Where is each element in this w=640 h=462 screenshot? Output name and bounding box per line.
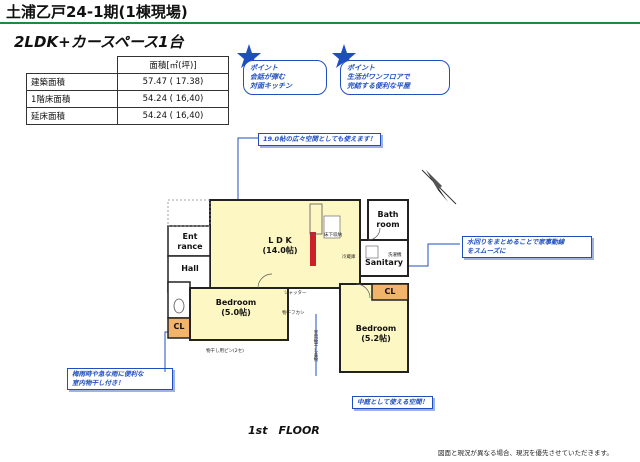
entrance (167, 225, 211, 257)
room-closet-1: CL (173, 322, 185, 331)
note-connector (315, 314, 317, 376)
area-table-unit-header: 面積[㎡(坪)] (117, 56, 229, 74)
note-line: 室内物干し付き！ (72, 379, 124, 387)
note-line: 水回りをまとめることで家事動線 (467, 238, 565, 246)
closet-2 (371, 283, 409, 301)
area-table-header-row: 面積[㎡(坪)] (26, 56, 229, 74)
footer-note: 図面と現況が異なる場合、現況を優先させていただきます。 (438, 449, 613, 457)
bedroom-1 (189, 287, 289, 341)
page-title: 土浦乙戸24-1期(1棟現場) (6, 3, 188, 21)
area-label: 1階床面積 (26, 90, 118, 108)
room-name: room (376, 220, 400, 229)
kitchen-counter (310, 232, 316, 266)
room-bath: Bath room (368, 210, 408, 230)
point-heading: ポイント (347, 64, 375, 72)
area-value: 57.47 ( 17.38) (117, 73, 229, 91)
label-shutter: シャッター (284, 291, 307, 296)
room-name: Bedroom (215, 298, 257, 307)
room-entrance: Ent rance (170, 232, 210, 252)
kitchen-sink (309, 203, 323, 235)
note-rain: 梅雨時や急な雨に便利な 室内物干し付き！ (67, 368, 173, 390)
note-ldk: 19.0帖の広々空間としても使えます！ (258, 133, 382, 146)
note-line: をスムーズに (467, 247, 506, 255)
room-ldk: L D K (14.0帖) (250, 236, 310, 256)
note-water: 水回りをまとめることで家事動線 をスムーズに (462, 236, 592, 258)
room-name: Ent (182, 232, 198, 241)
table-row: 建築面積 57.47 ( 17.38) (26, 73, 229, 91)
room-name: rance (177, 242, 203, 251)
room-size: (5.2帖) (361, 334, 391, 343)
title-underline (0, 22, 640, 24)
label-hanger: 物干し用ピン(2セ) (206, 349, 244, 354)
room-name: Bath (377, 210, 399, 219)
label-washer: 洗濯機 (388, 253, 402, 258)
label-storage: 床下収納 (324, 233, 342, 238)
floor-storage (323, 215, 341, 239)
area-value: 54.24 ( 16,40) (117, 90, 229, 108)
porch (167, 199, 211, 227)
floor-label: 1st FLOOR (248, 424, 320, 437)
north-arrow-icon (421, 169, 457, 205)
point-text: 対面キッチン (250, 82, 292, 90)
point-callout-kitchen: ポイント 会話が弾む 対面キッチン (243, 60, 327, 95)
ldk-room (209, 199, 361, 289)
table-row: 延床面積 54.24 ( 16,40) (26, 107, 229, 125)
room-size: (5.0帖) (221, 308, 251, 317)
label-fridge: 冷蔵庫 (342, 255, 356, 260)
point-heading: ポイント (250, 64, 278, 72)
room-bedroom-1: Bedroom (5.0帖) (206, 298, 266, 318)
label-hanger-2: 室内物干し金物 (313, 330, 318, 362)
room-hall: Hall (181, 264, 199, 273)
point-text: 会話が弾む (250, 73, 285, 81)
area-label: 延床面積 (26, 107, 118, 125)
area-label: 建築面積 (26, 73, 118, 91)
toilet-bowl (173, 298, 185, 314)
plan-type: 2LDK+カースペース1台 (14, 33, 184, 51)
area-value: 54.24 ( 16,40) (117, 107, 229, 125)
floor-plan (164, 137, 460, 376)
area-table: 面積[㎡(坪)] 建築面積 57.47 ( 17.38) 1階床面積 54.24… (26, 56, 229, 125)
room-size: (14.0帖) (262, 246, 298, 255)
room-name: L D K (268, 236, 292, 245)
point-text: 完結する便利な平屋 (347, 82, 410, 90)
note-yard: 中庭として使える空間！ (352, 396, 434, 409)
table-row: 1階床面積 54.24 ( 16,40) (26, 90, 229, 108)
room-name: Bedroom (355, 324, 397, 333)
label-hook: 物干フカシ (282, 311, 305, 316)
room-bedroom-2: Bedroom (5.2帖) (346, 324, 406, 344)
washbasin (365, 245, 379, 259)
area-table-corner (26, 56, 118, 74)
room-sanitary: Sanitary (365, 258, 403, 267)
point-callout-one-floor: ポイント 生活がワンフロアで 完結する便利な平屋 (340, 60, 450, 95)
room-closet-2: CL (384, 287, 396, 296)
note-line: 梅雨時や急な雨に便利な (72, 370, 144, 378)
point-text: 生活がワンフロアで (347, 73, 410, 81)
